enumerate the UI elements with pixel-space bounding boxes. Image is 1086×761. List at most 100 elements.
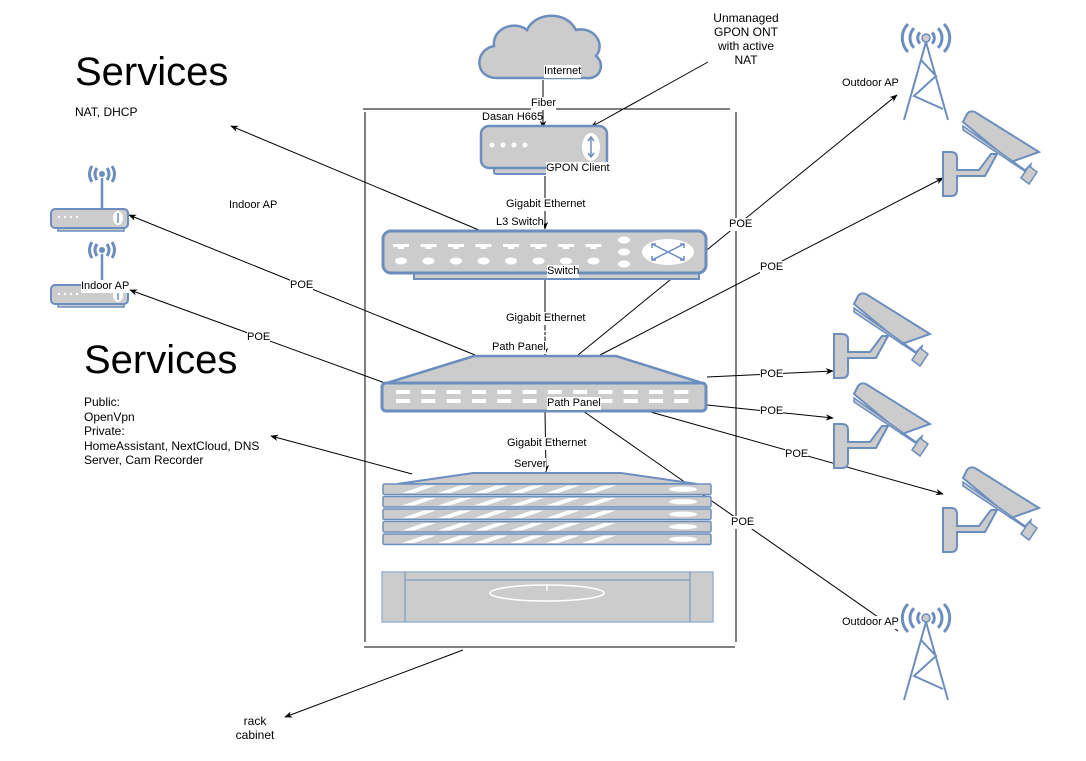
l3-switch-icon — [381, 229, 708, 280]
patch-port — [674, 399, 689, 403]
switch-port — [420, 244, 437, 249]
edge-rack-label — [284, 649, 464, 718]
server-unit — [382, 483, 712, 496]
indoor-ap-1-icon — [50, 165, 129, 232]
patch-panel-icon — [380, 354, 708, 413]
server-unit — [382, 520, 712, 533]
patch-port — [649, 390, 663, 394]
server-stack-icon — [382, 472, 712, 546]
camera-1-icon — [942, 110, 1042, 197]
rack-cabinet-label: rack cabinet — [230, 714, 280, 742]
ont-note-line: Unmanaged — [713, 11, 779, 25]
gig-1-label: Gigabit Ethernet — [506, 198, 586, 211]
server-services-line: Server, Cam Recorder — [84, 453, 204, 467]
edge-ont-note — [590, 61, 709, 128]
server-services-line: Private: — [84, 424, 125, 438]
gig-3-label: Gigabit Ethernet — [507, 437, 587, 450]
edge-router-services — [230, 125, 487, 234]
poe-cam-3-label: POE — [760, 405, 784, 418]
internet-label: Internet — [544, 65, 582, 78]
indoor-ap-2-label: Indoor AP — [81, 280, 130, 293]
patch-port — [547, 390, 562, 394]
fiber-label: Fiber — [531, 97, 557, 110]
patch-port — [623, 399, 638, 403]
patch-port — [573, 390, 588, 394]
switch-led — [422, 257, 435, 265]
switch-port — [475, 244, 492, 249]
router-services-text: NAT, DHCP — [75, 105, 138, 119]
ups-icon: UPS — [381, 328, 714, 623]
patch-port — [396, 399, 410, 403]
patch-port — [471, 399, 486, 403]
switch-led — [532, 257, 545, 265]
ups-text: UPS — [489, 328, 598, 343]
patch-port — [396, 390, 410, 394]
switch-port — [558, 244, 574, 249]
edge-server-services — [270, 434, 413, 475]
camera-4-icon — [942, 466, 1042, 553]
patch-top-label: Path Panel — [492, 341, 546, 354]
server-services-title: Services — [84, 338, 238, 382]
server-unit — [382, 508, 712, 521]
server-unit — [382, 533, 712, 546]
patch-port — [446, 390, 461, 394]
ont-note-line: NAT — [734, 53, 758, 67]
patch-port — [649, 399, 663, 403]
ont-note-line: with active — [717, 39, 775, 53]
server-label: Server — [514, 458, 547, 471]
switch-led — [560, 257, 572, 265]
patch-port — [497, 399, 512, 403]
poe-outdoor-2-label: POE — [731, 516, 755, 529]
switch-port — [448, 244, 464, 249]
patch-port — [446, 399, 461, 403]
camera-3-icon — [833, 382, 933, 469]
poe-cam-1-label: POE — [760, 261, 784, 274]
ont-note: Unmanaged GPON ONT with active NAT — [700, 11, 792, 67]
router-services-title: Services — [75, 50, 229, 94]
gig-2-label: Gigabit Ethernet — [506, 312, 586, 325]
patch-bottom-label: Path Panel — [547, 397, 601, 410]
outdoor-ap-2-icon — [900, 602, 952, 701]
indoor-ap-2-icon — [50, 241, 129, 308]
switch-bottom-label: Switch — [547, 265, 580, 278]
internet-cloud-icon — [478, 14, 603, 80]
patch-port — [598, 399, 613, 403]
rack-label-line: rack — [243, 714, 267, 728]
poe-indoor-2-label: POE — [247, 331, 271, 344]
camera-2-icon — [833, 292, 933, 379]
switch-port — [530, 244, 547, 249]
ont-note-line: GPON ONT — [713, 25, 778, 39]
switch-port — [585, 244, 602, 249]
server-services-line: OpenVpn — [84, 409, 135, 424]
switch-led — [450, 257, 462, 265]
switch-led — [395, 257, 407, 265]
rack-label-line: cabinet — [235, 728, 275, 742]
patch-port — [471, 390, 486, 394]
server-services-line: Public: — [84, 395, 121, 409]
outdoor-ap-1-label: Outdoor AP — [842, 77, 899, 89]
poe-outdoor-1-label: POE — [729, 218, 753, 231]
poe-cam-2-label: POE — [760, 368, 784, 381]
ont-bottom-label: GPON Client — [546, 162, 610, 175]
switch-led — [587, 257, 600, 265]
ont-top-label: Dasan H665 — [482, 111, 544, 123]
server-services-line: HomeAssistant, NextCloud, DNS — [84, 438, 260, 453]
outdoor-ap-1-icon — [900, 22, 952, 121]
patch-port — [598, 390, 613, 394]
patch-port — [421, 399, 436, 403]
patch-port — [623, 390, 638, 394]
server-unit — [382, 495, 712, 508]
indoor-ap-1-label: Indoor AP — [229, 199, 278, 211]
switch-led — [505, 257, 517, 265]
switch-port — [393, 244, 409, 249]
outdoor-ap-2-label: Outdoor AP — [842, 616, 899, 629]
patch-port — [497, 390, 512, 394]
patch-port — [674, 390, 689, 394]
switch-port — [503, 244, 519, 249]
switch-led — [477, 257, 490, 265]
patch-port — [421, 390, 436, 394]
poe-indoor-1-label: POE — [290, 279, 314, 292]
server-services-list: Public: OpenVpn Private: HomeAssistant, … — [84, 395, 259, 468]
switch-top-label: L3 Switch — [496, 216, 544, 229]
poe-cam-4-label: POE — [785, 448, 809, 461]
